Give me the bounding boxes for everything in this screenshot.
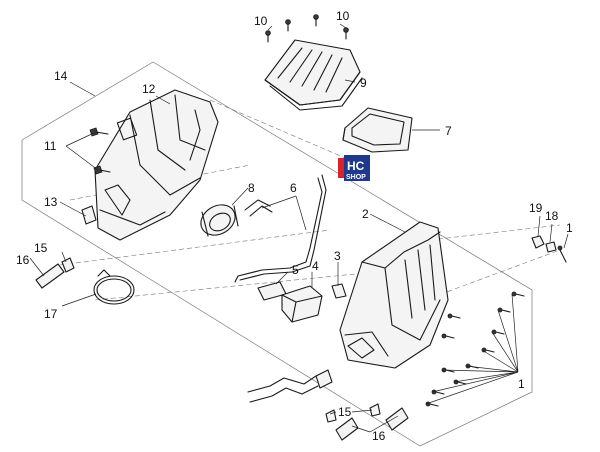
- callout-3: 3: [334, 249, 341, 263]
- callout-19: 19: [529, 201, 543, 215]
- callout-7: 7: [445, 124, 452, 138]
- callout-14: 14: [54, 69, 68, 83]
- drain-hose: [247, 369, 333, 403]
- callout-18: 18: [545, 209, 559, 223]
- callout-9: 9: [360, 76, 367, 90]
- callout-12: 12: [142, 82, 156, 96]
- callout-1a: 1: [566, 221, 573, 235]
- hose-clamp: [93, 269, 135, 305]
- nuts-and-bolt: [531, 235, 567, 263]
- callout-15b: 15: [338, 405, 352, 419]
- callout-17: 17: [44, 307, 58, 321]
- callout-10b: 10: [336, 9, 350, 23]
- callout-4: 4: [312, 259, 319, 273]
- logo-blue-block: [344, 155, 370, 181]
- callout-5: 5: [292, 263, 299, 277]
- filter-element: [342, 107, 413, 153]
- foam-block: [281, 285, 323, 323]
- filter-housing-cover: [94, 89, 219, 241]
- fastener: [331, 283, 347, 299]
- air-box-housing: [339, 221, 449, 369]
- tube-set: [234, 174, 327, 283]
- callout-8: 8: [248, 181, 255, 195]
- hc-shop-logo: HC SHOP: [338, 155, 370, 181]
- callout-15a: 15: [34, 241, 48, 255]
- callout-16a: 16: [16, 253, 30, 267]
- drain-plug-left: [35, 257, 75, 289]
- rubber-sleeve: [200, 204, 239, 237]
- callout-6: 6: [290, 181, 297, 195]
- callout-10a: 10: [254, 14, 268, 28]
- callout-13: 13: [44, 195, 58, 209]
- logo-shop-text: SHOP: [346, 174, 366, 181]
- leader-lines: [29, 23, 569, 433]
- logo-hc-text: HC: [347, 159, 365, 173]
- assembly-frame: [21, 61, 533, 447]
- housing-screws: [425, 291, 525, 407]
- cover-clip: [81, 205, 97, 225]
- callout-2: 2: [362, 207, 369, 221]
- callout-11: 11: [44, 139, 57, 153]
- logo-red-strip: [338, 158, 344, 178]
- callout-1b: 1: [518, 377, 525, 391]
- filter-lid: [264, 39, 363, 111]
- callout-16b: 16: [372, 429, 386, 443]
- callout-labels: 14 12 10 10 9 7 11 13 8 6 2 3 4 5 15 16 …: [16, 9, 573, 443]
